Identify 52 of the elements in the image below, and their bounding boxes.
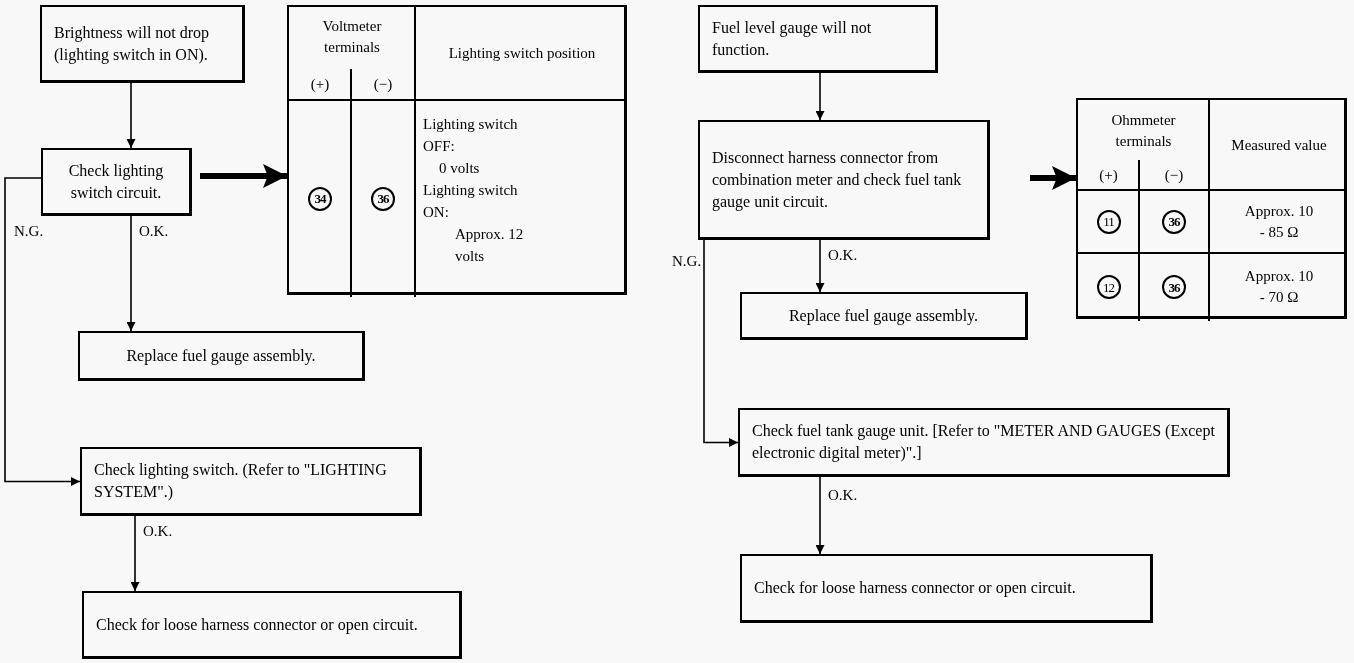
table-header-text: (−) xyxy=(372,75,394,94)
process-box xyxy=(82,591,462,659)
arrow xyxy=(126,82,136,149)
circled-number: 36 xyxy=(1162,275,1186,299)
cell-text: Lighting switch ON: xyxy=(423,181,519,222)
arrow xyxy=(815,72,825,121)
arrow xyxy=(4,177,81,486)
process-box xyxy=(41,148,192,216)
step-text: Check lighting switch. (Refer to "LIGHTING SYSTEM".) xyxy=(94,460,388,503)
cell-text: 0 volts xyxy=(439,159,481,178)
cell-text: Lighting switch OFF: xyxy=(423,115,519,156)
arrow xyxy=(815,239,825,293)
step-text: Check lighting switch circuit. xyxy=(67,160,165,203)
step-text: Check fuel tank gauge unit. [Refer to "METER AND GAUGES (Except electronic digital meter)".] xyxy=(752,421,1215,464)
circled-number: 12 xyxy=(1096,275,1121,299)
table-header-text: Approx. 10 - 70 Ω xyxy=(1243,267,1315,307)
process-box xyxy=(740,292,1028,340)
process-box xyxy=(40,5,245,83)
process-box xyxy=(738,408,1230,477)
process-box xyxy=(80,447,422,516)
arrow xyxy=(815,476,825,555)
arrow xyxy=(130,515,140,592)
circled-number: 36 xyxy=(1162,209,1186,234)
step-text: Check for loose harness connector or open circuit. xyxy=(96,614,418,636)
process-box xyxy=(698,5,938,73)
data-table xyxy=(1076,98,1347,319)
step-text: Brightness will not drop (lighting switch in ON). xyxy=(54,22,211,66)
table-header-text: Lighting switch position xyxy=(447,44,597,63)
table-header-text: Approx. 10 - 85 Ω xyxy=(1243,201,1315,242)
circled-number: 34 xyxy=(308,186,332,211)
step-text: Fuel level gauge will not function. xyxy=(712,17,873,60)
step-text: Check for loose harness connector or open circuit. xyxy=(754,578,1076,599)
table-header-text: (−) xyxy=(1163,165,1185,185)
step-text: Replace fuel gauge assembly. xyxy=(788,305,979,327)
block-arrow xyxy=(1030,166,1076,190)
data-table xyxy=(287,5,627,295)
cell-text: Approx. 12 volts xyxy=(455,225,525,266)
table-header-text: Voltmeter terminals xyxy=(321,17,383,57)
step-text: Disconnect harness connector from combination meter and check fuel tank gauge unit circuit. xyxy=(712,147,963,213)
step-text: Replace fuel gauge assembly. xyxy=(126,345,316,367)
process-box xyxy=(740,554,1153,623)
table-header-text: Ohmmeter terminals xyxy=(1110,111,1177,151)
process-box xyxy=(698,120,990,240)
arrow xyxy=(703,239,739,447)
arrow xyxy=(126,215,136,332)
block-arrow xyxy=(200,164,287,188)
table-header-text: (+) xyxy=(1098,165,1119,185)
table-header-text: Measured value xyxy=(1230,135,1328,155)
circled-number: 11 xyxy=(1096,209,1121,234)
process-box xyxy=(78,331,365,381)
table-header-text: (+) xyxy=(309,75,331,94)
circled-number: 36 xyxy=(371,186,395,211)
